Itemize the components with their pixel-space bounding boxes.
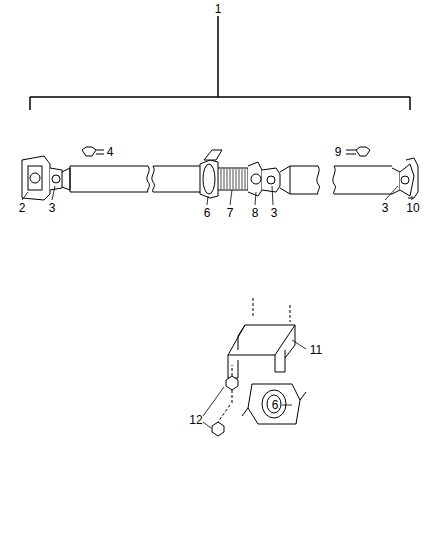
callout-number: 8 [252, 207, 259, 219]
leader-line [203, 340, 306, 428]
callout-number: 9 [335, 146, 342, 158]
callout-number: 3 [382, 202, 389, 214]
bearing-plate [242, 384, 306, 424]
callout-number: 10 [406, 202, 419, 214]
spline-ridges [221, 169, 245, 189]
callout-number: 12 [189, 414, 202, 426]
leader-line [22, 186, 412, 205]
callout-number: 6 [272, 399, 279, 411]
callout-number: 1 [215, 3, 222, 15]
spline-ridge [242, 169, 243, 189]
rear-tube [290, 166, 392, 194]
callout-number: 2 [19, 202, 26, 214]
rear-yoke [392, 158, 418, 198]
spline-ridge [239, 169, 240, 189]
support-bracket [228, 298, 295, 378]
slip-spline [0, 0, 248, 190]
callout-number: 3 [49, 202, 56, 214]
spline-ridge [221, 169, 222, 189]
spline-ridge [245, 169, 246, 189]
callout-number: 11 [310, 344, 322, 356]
callout-number: 7 [227, 207, 234, 219]
assembly-bracket [30, 16, 410, 110]
front-tube [70, 166, 200, 192]
center-bearing [200, 150, 222, 198]
callout-number: 6 [204, 207, 211, 219]
center-ujoint [248, 162, 290, 196]
bolt [82, 147, 370, 156]
spline-ridge [224, 169, 225, 189]
spline-ridge [230, 169, 231, 189]
callout-number: 3 [271, 207, 278, 219]
spline-ridge [236, 169, 237, 189]
front-yoke [22, 156, 70, 200]
spline-ridge [227, 169, 228, 189]
spline-ridge [233, 169, 234, 189]
nut [212, 365, 238, 436]
callout-number: 4 [107, 146, 114, 158]
